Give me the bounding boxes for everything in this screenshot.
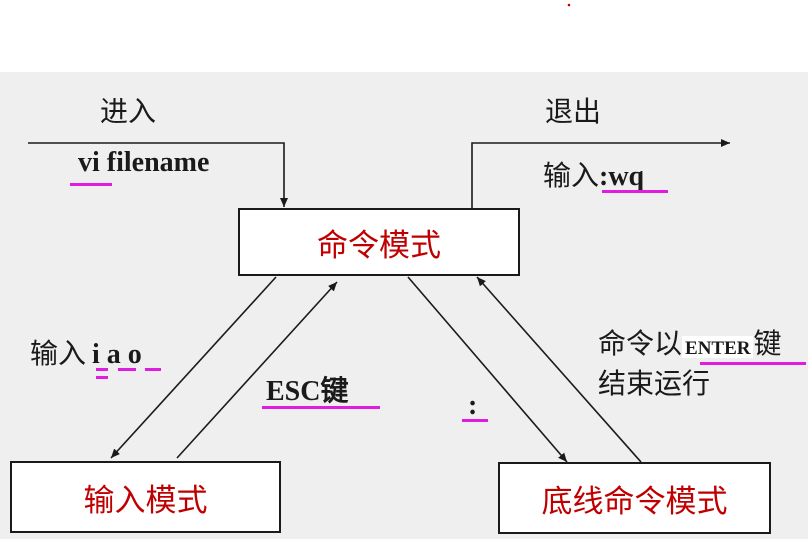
enter-highlight-underline xyxy=(700,362,806,365)
exit-label: 退出 xyxy=(545,95,602,128)
insert-mode-label: 输入模式 xyxy=(83,482,208,519)
colon-highlight-underline xyxy=(462,419,488,422)
exit-command-prefix: 输入 xyxy=(543,159,600,192)
esc-key-label: ESC键 xyxy=(266,378,348,406)
open-command-vi: vi xyxy=(78,147,100,178)
colon-key-label: : xyxy=(468,390,478,421)
open-command-label: vi filename xyxy=(78,149,209,177)
exit-command-wq: :wq xyxy=(599,161,645,192)
enter-arrow xyxy=(28,142,288,207)
open-command-filename: filename xyxy=(99,147,210,178)
finish-line2-label: 结束运行 xyxy=(598,367,711,400)
key-a-underline xyxy=(118,368,136,371)
lastline-to-command-arrow xyxy=(476,276,642,463)
key-i-underline-2 xyxy=(96,376,108,379)
insert-keys-prefix: 输入 xyxy=(30,337,87,370)
esc-highlight-underline xyxy=(262,406,380,409)
stray-dot xyxy=(567,3,571,7)
insert-keys: i a o xyxy=(92,339,142,370)
enter-label: 进入 xyxy=(100,95,157,128)
command-to-lastline-arrow xyxy=(407,276,568,463)
wq-highlight-underline xyxy=(602,190,668,193)
finish-line1-prefix: 命令以 xyxy=(598,327,683,360)
exit-arrow xyxy=(471,139,730,208)
vi-highlight-underline xyxy=(70,183,112,186)
key-o-underline xyxy=(145,368,161,371)
key-i-underline xyxy=(96,368,108,371)
finish-line1-suffix: 键 xyxy=(753,327,782,360)
finish-enter-key: ENTER xyxy=(682,336,754,358)
command-to-insert-arrow xyxy=(110,276,277,459)
command-mode-node: 命令模式 xyxy=(238,208,520,276)
insert-to-command-arrow xyxy=(176,281,338,459)
lastline-mode-node: 底线命令模式 xyxy=(498,462,771,534)
insert-mode-node: 输入模式 xyxy=(10,461,281,533)
esc-key-text: ESC键 xyxy=(266,376,349,407)
exit-command-label: 输入:wq xyxy=(543,162,644,191)
command-mode-label: 命令模式 xyxy=(317,227,441,264)
lastline-mode-label: 底线命令模式 xyxy=(541,483,728,520)
